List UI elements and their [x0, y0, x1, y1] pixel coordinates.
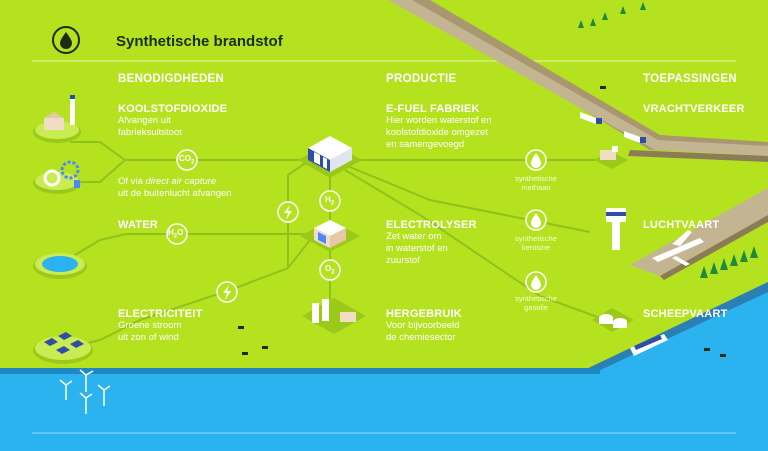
co2-badge-main: CO — [179, 154, 191, 163]
column-productie: PRODUCTIE — [386, 73, 457, 85]
application-ship: SCHEEPVAART — [643, 308, 728, 320]
electrolyser-line3: zuurstof — [386, 255, 420, 266]
trees — [578, 2, 758, 278]
co2-alt-italic: direct air capture — [145, 176, 217, 187]
page-title: Synthetische brandstof — [116, 33, 283, 50]
co2-title: KOOLSTOFDIOXIDE — [118, 103, 228, 115]
fuel-label-kerosine: synthetische kerosine — [506, 234, 566, 252]
methaan-line2: methaan — [521, 183, 551, 192]
h2-badge-sub: 2 — [330, 200, 335, 207]
lightning-icon — [216, 281, 238, 303]
fuel-drop-icon — [525, 149, 547, 171]
electricity-line1: Groene stroom — [118, 320, 182, 331]
recycle-title: HERGEBRUIK — [386, 308, 462, 320]
efuel-line3: en samengevoegd — [386, 139, 465, 150]
co2-input-block: KOOLSTOFDIOXIDE Afvangen uit fabrieksuit… — [118, 103, 227, 139]
road — [388, 0, 768, 162]
co2-badge: CO2 — [179, 154, 194, 166]
gasolie-line1: synthetische — [515, 294, 557, 303]
flow-lines — [69, 141, 610, 348]
efuel-factory — [298, 136, 362, 178]
recycle-line2: de chemiesector — [386, 332, 456, 343]
fuel-drop-icon — [525, 209, 547, 231]
electricity-title: ELECTRICITEIT — [118, 308, 203, 320]
truck-depot — [594, 146, 628, 169]
kerosine-line2: kerosine — [521, 243, 551, 252]
h2o-badge-circle — [166, 223, 188, 245]
solar-field — [33, 332, 93, 364]
efuel-line1: Hier worden waterstof en — [386, 115, 492, 126]
recycling-plant — [302, 298, 366, 334]
co2-line1: Afvangen uit — [118, 115, 171, 126]
electrolyser-title: ELECTROLYSER — [386, 219, 477, 231]
co2-factory — [33, 95, 81, 143]
water-pond — [33, 253, 87, 279]
fuel-drop-icon — [52, 26, 80, 54]
electrolyser — [300, 220, 360, 252]
co2-alt-line2: uit de buitenlucht afvangen — [118, 188, 232, 199]
h2o-badge-a: H — [168, 228, 174, 237]
direct-air-capture — [33, 160, 81, 194]
sea — [0, 372, 768, 451]
electrolyser-line1: Zet water om — [386, 231, 442, 242]
wind-turbines — [59, 369, 111, 414]
electricity-input-block: ELECTRICITEIT Groene stroom uit zon of w… — [118, 308, 203, 344]
control-tower — [606, 208, 626, 250]
efuel-title: E-FUEL FABRIEK — [386, 103, 480, 115]
cows — [238, 86, 726, 357]
recycle-line1: Voor bijvoorbeeld — [386, 320, 460, 331]
electrolyser-block: ELECTROLYSER Zet water om in waterstof e… — [386, 219, 477, 267]
methaan-line1: synthetische — [515, 174, 557, 183]
h2o-badge: H2O — [168, 228, 183, 240]
co2-alt-prefix: Of via — [118, 176, 146, 187]
co2-alt-block: Of via direct air capture uit de buitenl… — [118, 176, 232, 200]
application-air: LUCHTVAART — [643, 219, 720, 231]
h2o-badge-sub: 2 — [173, 233, 178, 240]
o2-badge: O2 — [325, 264, 335, 276]
column-benodigdheden: BENODIGDHEDEN — [118, 73, 225, 85]
electrolyser-line2: in waterstof en — [386, 243, 448, 254]
co2-alt-line1: Of via direct air capture — [118, 176, 232, 188]
o2-badge-circle — [319, 259, 341, 281]
co2-line2: fabrieksuitstoot — [118, 127, 182, 138]
column-toepassingen: TOEPASSINGEN — [643, 73, 737, 85]
shore-edge — [0, 368, 600, 374]
fuel-label-gasolie: synthetische gasolie — [506, 294, 566, 312]
storage-tanks — [592, 308, 634, 332]
co2-badge-circle — [176, 149, 198, 171]
container-ship — [630, 334, 668, 356]
efuel-block: E-FUEL FABRIEK Hier worden waterstof en … — [386, 103, 492, 151]
recycle-block: HERGEBRUIK Voor bijvoorbeeld de chemiese… — [386, 308, 462, 344]
fuel-drop-icon — [525, 271, 547, 293]
kerosine-line1: synthetische — [515, 234, 557, 243]
efuel-line2: koolstofdioxide omgezet — [386, 127, 488, 138]
o2-badge-sub: 2 — [331, 269, 335, 276]
gasolie-line2: gasolie — [524, 303, 548, 312]
application-truck: VRACHTVERKEER — [643, 103, 745, 115]
electricity-line2: uit zon of wind — [118, 332, 179, 343]
fuel-label-methaan: synthetische methaan — [506, 174, 566, 192]
co2-badge-sub: 2 — [191, 159, 195, 166]
water-title: WATER — [118, 219, 158, 231]
h2-badge-circle — [319, 190, 341, 212]
lightning-icon — [277, 201, 299, 223]
h2-badge-main: H — [325, 195, 331, 204]
o2-badge-main: O — [325, 264, 332, 273]
airplane — [652, 230, 704, 266]
h2o-badge-b: O — [177, 228, 184, 237]
h2-badge: H2 — [325, 195, 334, 207]
trucks — [580, 112, 646, 143]
